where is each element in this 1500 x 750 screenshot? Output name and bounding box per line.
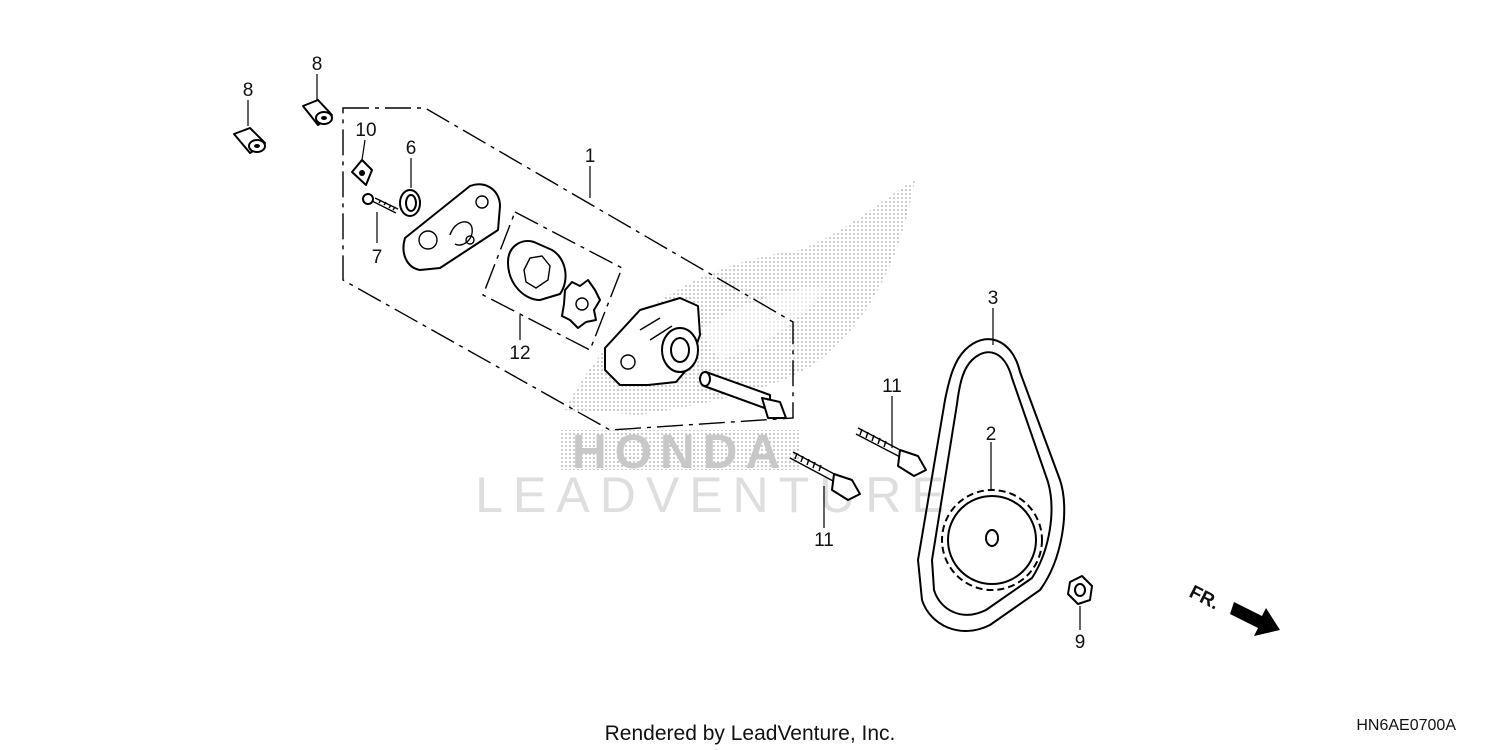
front-direction-label: FR.	[1186, 582, 1223, 615]
callout-6: 6	[406, 138, 417, 159]
callout-7: 7	[372, 247, 383, 268]
rotor-set-outline	[482, 211, 623, 351]
pump-body	[604, 297, 701, 386]
footer-credit: Rendered by LeadVenture, Inc.	[605, 722, 896, 745]
callout-2: 2	[986, 424, 997, 445]
drive-chain	[917, 338, 1066, 632]
front-direction-arrow	[1230, 602, 1280, 636]
sprocket	[941, 489, 1043, 591]
dowel-pin-right	[302, 99, 333, 126]
callout-1: 1	[585, 146, 596, 167]
dowel-pin-left	[233, 127, 266, 154]
callout-11-lower: 11	[814, 530, 834, 551]
callout-11-upper: 11	[882, 376, 902, 397]
watermark-text: LEADVENTURE	[475, 467, 955, 523]
callout-8-right: 8	[312, 54, 323, 75]
pump-cover-plate	[402, 183, 501, 271]
screw-part	[362, 193, 399, 214]
bolt-lower	[789, 451, 861, 501]
watermark-logo-text: HONDA	[572, 426, 788, 479]
pump-shaft	[699, 371, 787, 419]
o-ring-part	[399, 189, 421, 217]
clip-part	[351, 159, 373, 186]
callout-8-left: 8	[243, 80, 254, 101]
diagram-code: HN6AE0700A	[1356, 717, 1456, 734]
outer-rotor	[507, 240, 567, 301]
inner-rotor	[561, 279, 601, 329]
assembly-outline	[342, 107, 794, 431]
callout-3: 3	[988, 288, 999, 309]
nut-part	[1067, 575, 1093, 605]
callout-12: 12	[509, 343, 530, 364]
leader-lines	[247, 74, 1081, 630]
callout-10: 10	[355, 120, 376, 141]
bolt-upper	[855, 427, 927, 477]
callout-9: 9	[1075, 632, 1086, 653]
